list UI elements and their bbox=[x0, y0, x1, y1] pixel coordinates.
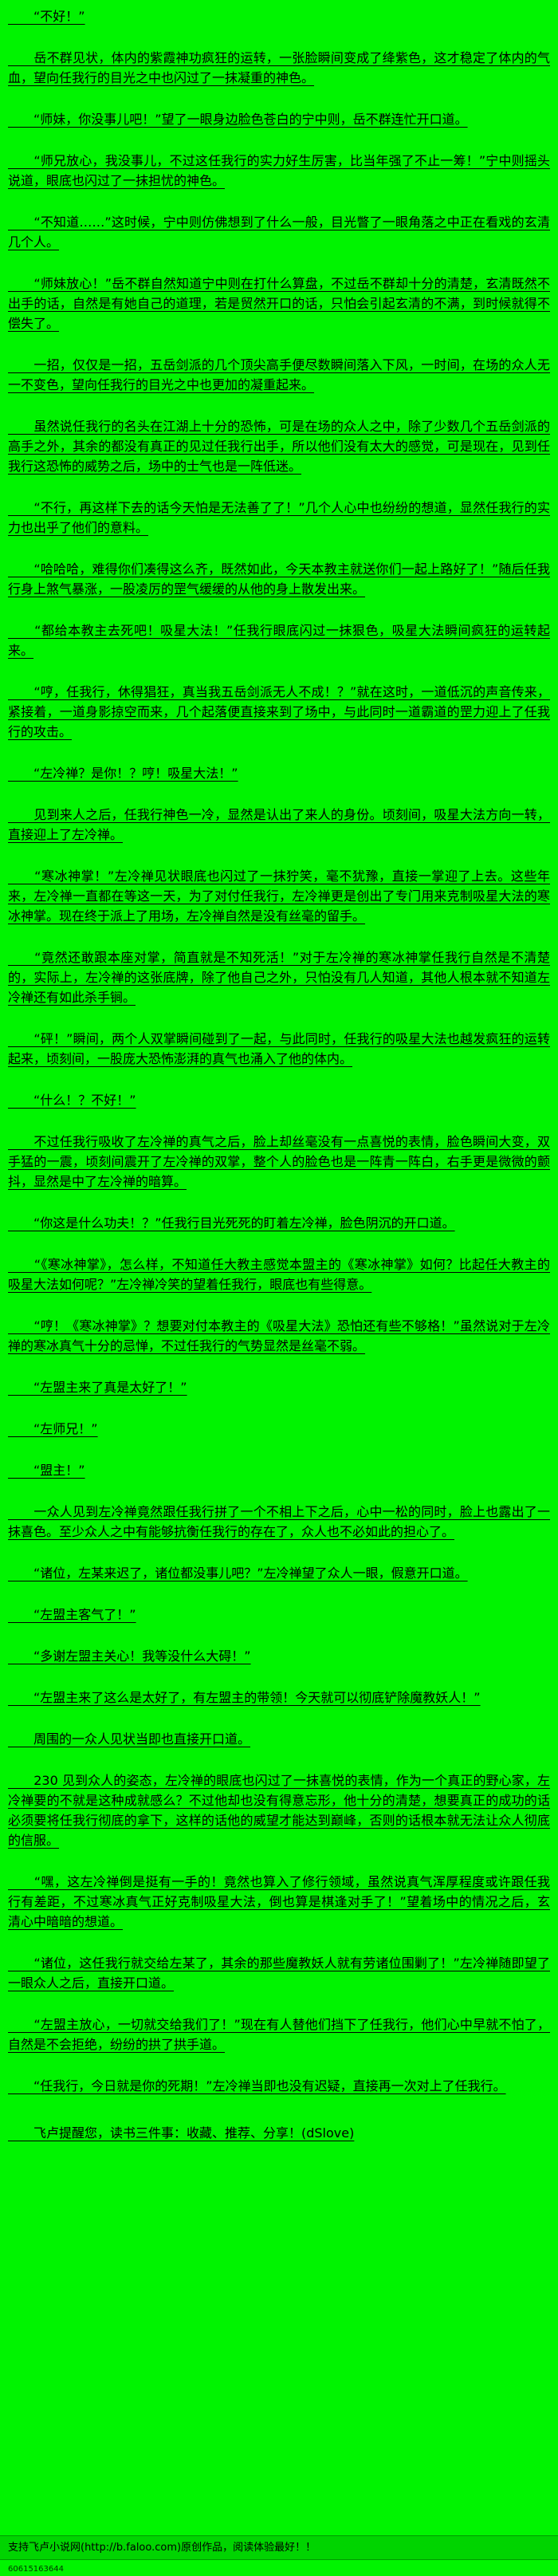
novel-paragraph: “任我行，今日就是你的死期！”左冷禅当即也没有迟疑，直接再一次对上了任我行。 bbox=[8, 2078, 506, 2093]
novel-paragraph: “哼！《寒冰神掌》？想要对付本教主的《吸星大法》恐怕还有些不够格！”虽然说对于左… bbox=[8, 1318, 550, 1353]
novel-paragraph: “左盟主来了这么是太好了，有左盟主的带领！今天就可以彻底铲除魔教妖人！” bbox=[8, 1690, 481, 1705]
novel-paragraph: “你这是什么功夫！？”任我行目光死死的盯着左冷禅，脸色阴沉的开口道。 bbox=[8, 1215, 455, 1231]
novel-paragraph: “多谢左盟主关心！我等没什么大碍！” bbox=[8, 1648, 251, 1664]
novel-paragraph: “师妹，你没事儿吧！”望了一眼身边脸色苍白的宁中则，岳不群连忙开口道。 bbox=[8, 112, 468, 127]
novel-paragraph: “哼，任我行，休得猖狂，真当我五岳剑派无人不成！？”就在这时，一道低沉的声音传来… bbox=[8, 684, 550, 739]
footer-band: 支持飞卢小说网(http://b.faloo.com)原创作品，阅读体验最好！！ bbox=[0, 2535, 558, 2560]
novel-paragraph: “师妹放心！”岳不群自然知道宁中则在打什么算盘，不过岳不群却十分的清楚，玄清既然… bbox=[8, 276, 550, 331]
novel-paragraph: “左盟主放心，一切就交给我们了！”现在有人替他们挡下了任我行，他们心中早就不怕了… bbox=[8, 2017, 550, 2052]
novel-paragraph: 一众人见到左冷禅竟然跟任我行拼了一个不相上下之后，心中一松的同时，脸上也露出了一… bbox=[8, 1504, 550, 1539]
reader-reminder: 飞卢提醒您，读书三件事：收藏、推荐、分享！(dSlove) bbox=[8, 2125, 355, 2141]
novel-paragraph: 一招，仅仅是一招，五岳剑派的几个顶尖高手便尽数瞬间落入下风，一时间，在场的众人无… bbox=[8, 357, 550, 392]
novel-paragraph: “左盟主客气了！” bbox=[8, 1607, 136, 1622]
novel-paragraph: “不好！” bbox=[8, 9, 85, 24]
novel-content: “不好！” 岳不群见状，体内的紫霞神功疯狂的运转，一张脸瞬间变成了绛紫色，这才稳… bbox=[8, 6, 550, 2096]
novel-paragraph: “砰！”瞬间，两个人双掌瞬间碰到了一起，与此同时，任我行的吸星大法也越发疯狂的运… bbox=[8, 1031, 550, 1066]
novel-paragraph: “盟主！” bbox=[8, 1463, 85, 1478]
novel-paragraph: “左冷禅？是你！？哼！吸星大法！” bbox=[8, 766, 238, 781]
novel-paragraph: “诸位，这任我行就交给左某了，其余的那些魔教妖人就有劳诸位围剿了！”左冷禅随即望… bbox=[8, 1956, 550, 1991]
novel-paragraph: “师兄放心，我没事儿，不过这任我行的实力好生厉害，比当年强了不止一筹！”宁中则摇… bbox=[8, 153, 550, 188]
novel-paragraph: “都给本教主去死吧！吸星大法！”任我行眼底闪过一抹狠色，吸星大法瞬间疯狂的运转起… bbox=[8, 623, 550, 658]
novel-paragraph: “嘿，这左冷禅倒是挺有一手的！竟然也算入了修行领域，虽然说真气浑厚程度或许跟任我… bbox=[8, 1874, 550, 1929]
footer-support-text: 支持飞卢小说网(http://b.faloo.com)原创作品，阅读体验最好！！ bbox=[8, 2542, 316, 2554]
novel-paragraph: 虽然说任我行的名头在江湖上十分的恐怖，可是在场的众人之中，除了少数几个五岳剑派的… bbox=[8, 419, 550, 474]
footer-code: 60615163644 bbox=[8, 2565, 64, 2574]
novel-paragraph: “不知道……”这时候，宁中则仿佛想到了什么一般，目光瞥了一眼角落之中正在看戏的玄… bbox=[8, 215, 550, 250]
novel-paragraph: “左师兄！” bbox=[8, 1421, 98, 1436]
novel-paragraph: 230 见到众人的姿态，左冷禅的眼底也闪过了一抹喜悦的表情，作为一个真正的野心家… bbox=[8, 1773, 550, 1848]
novel-paragraph: “《寒冰神掌》，怎么样，不知道任大教主感觉本盟主的《寒冰神掌》如何？比起任大教主… bbox=[8, 1257, 550, 1292]
novel-paragraph: “不行，再这样下去的话今天怕是无法善了了！”几个人心中也纷纷的想道，显然任我行的… bbox=[8, 500, 550, 535]
novel-paragraph: 不过任我行吸收了左冷禅的真气之后，脸上却丝毫没有一点喜悦的表情，脸色瞬间大变，双… bbox=[8, 1134, 550, 1189]
novel-paragraph: “左盟主来了真是太好了！” bbox=[8, 1380, 187, 1395]
novel-paragraph: “寒冰神掌！”左冷禅见状眼底也闪过了一抹狞笑，毫不犹豫，直接一掌迎了上去。这些年… bbox=[8, 869, 550, 924]
novel-paragraph: 周围的一众人见状当即也直接开口道。 bbox=[8, 1731, 251, 1747]
novel-paragraph: 岳不群见状，体内的紫霞神功疯狂的运转，一张脸瞬间变成了绛紫色，这才稳定了体内的气… bbox=[8, 50, 550, 85]
novel-paragraph: “什么！？不好！” bbox=[8, 1093, 136, 1108]
novel-paragraph: “哈哈哈，难得你们凑得这么齐，既然如此，今天本教主就送你们一起上路好了！”随后任… bbox=[8, 561, 550, 597]
novel-paragraph: 见到来人之后，任我行神色一冷，显然是认出了来人的身份。顷刻间，吸星大法方向一转，… bbox=[8, 807, 550, 842]
novel-paragraph: “诸位，左某来迟了，诸位都没事儿吧？”左冷禅望了众人一眼，假意开口道。 bbox=[8, 1566, 468, 1581]
novel-paragraph: “竟然还敢跟本座对掌，简直就是不知死活！”对于左冷禅的寒冰神掌任我行自然是不清楚… bbox=[8, 950, 550, 1005]
